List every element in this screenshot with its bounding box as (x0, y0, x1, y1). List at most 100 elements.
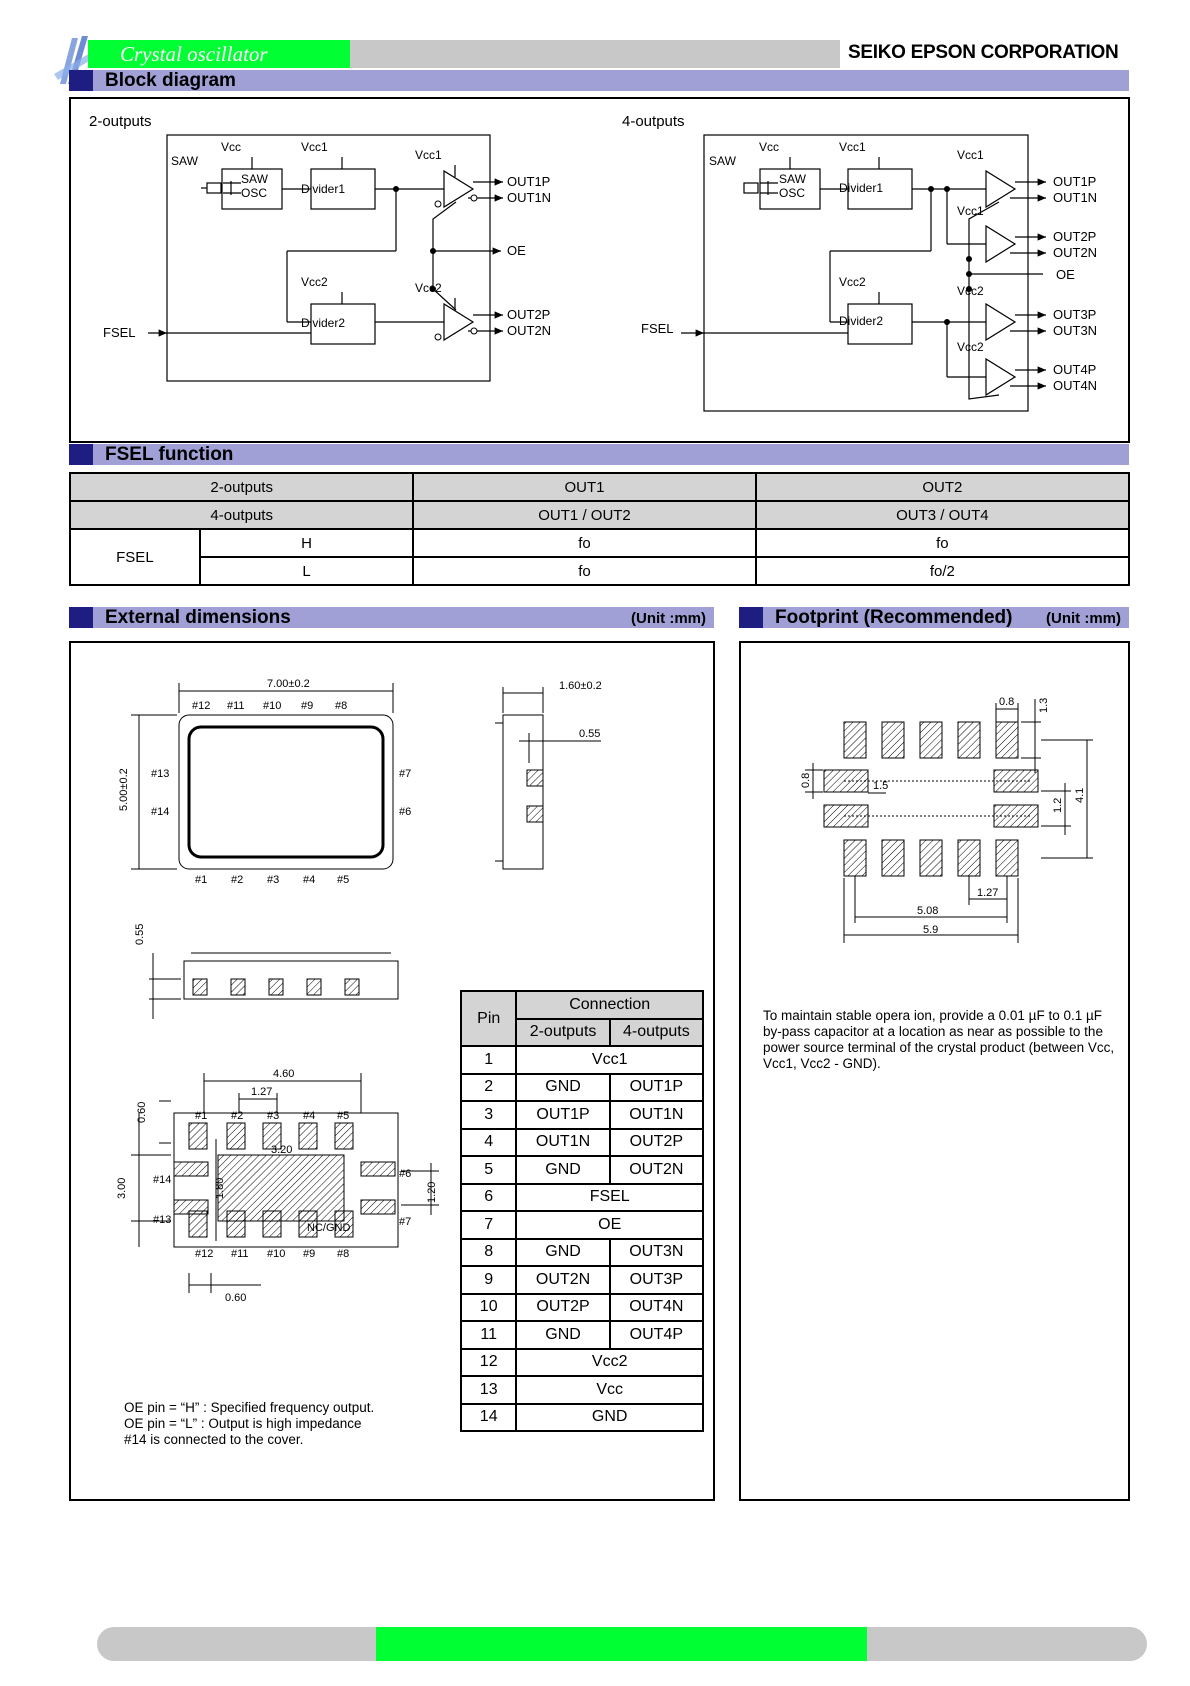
svg-text:Vcc1: Vcc1 (301, 140, 328, 154)
svg-text:#12: #12 (195, 1248, 213, 1260)
svg-text:Divider2: Divider2 (301, 316, 345, 330)
svg-text:Divider1: Divider1 (301, 182, 345, 196)
svg-text:1.27: 1.27 (251, 1086, 272, 1098)
svg-text:#13: #13 (153, 1214, 171, 1226)
svg-text:OUT1P: OUT1P (507, 174, 550, 189)
svg-text:#2: #2 (231, 1110, 243, 1122)
svg-text:Vcc1: Vcc1 (839, 140, 866, 154)
svg-text:0.60: 0.60 (225, 1292, 246, 1304)
svg-text:0.55: 0.55 (579, 728, 600, 740)
product-title: Crystal oscillator (88, 40, 350, 68)
svg-text:Vcc2: Vcc2 (301, 275, 328, 289)
svg-text:OUT4N: OUT4N (1053, 378, 1097, 393)
svg-text:#14: #14 (151, 806, 169, 818)
svg-text:Vcc1: Vcc1 (415, 148, 442, 162)
svg-text:OUT3P: OUT3P (1053, 307, 1096, 322)
svg-text:0.8: 0.8 (999, 696, 1014, 708)
svg-text:Vcc1: Vcc1 (957, 148, 984, 162)
svg-text:1.2: 1.2 (1052, 798, 1064, 813)
svg-text:#6: #6 (399, 806, 411, 818)
svg-text:4.60: 4.60 (273, 1068, 294, 1080)
block-diagram: 2-outputs 4-outputs (89, 113, 1097, 412)
svg-text:FSEL: FSEL (641, 321, 674, 336)
svg-text:0.8: 0.8 (800, 773, 812, 788)
svg-text:0.60: 0.60 (136, 1102, 148, 1123)
svg-text:1.20: 1.20 (426, 1182, 438, 1203)
svg-text:Divider1: Divider1 (839, 181, 883, 195)
svg-text:OUT1P: OUT1P (1053, 174, 1096, 189)
svg-text:OUT2N: OUT2N (507, 323, 551, 338)
svg-text:#8: #8 (335, 700, 347, 712)
svg-text:#1: #1 (195, 1110, 207, 1122)
fsel-table: 2-outputs OUT1 OUT2 4-outputs OUT1 / OUT… (68, 472, 1131, 586)
svg-text:#10: #10 (267, 1248, 285, 1260)
external-dimensions-frame: 7.00±0.2 5.00±0.2 1.60±0.2 0.55 0.55 4.6… (69, 641, 715, 1501)
company-name: SEIKO EPSON CORPORATION (848, 42, 1119, 63)
svg-text:#10: #10 (263, 700, 281, 712)
svg-text:#6: #6 (399, 1168, 411, 1180)
svg-text:OUT2P: OUT2P (1053, 229, 1096, 244)
svg-text:#13: #13 (151, 768, 169, 780)
svg-text:OE: OE (507, 243, 526, 258)
block-diagram-frame: 2-outputs 4-outputs (69, 97, 1130, 443)
section-fsel-function: FSEL function (69, 444, 1129, 465)
svg-text:Vcc: Vcc (759, 140, 779, 154)
section-external-dimensions: External dimensions (Unit :mm) (69, 607, 714, 628)
svg-text:#7: #7 (399, 1216, 411, 1228)
svg-text:OSC: OSC (241, 186, 267, 200)
svg-text:Vcc2: Vcc2 (415, 281, 442, 295)
diagram-4-outputs (681, 134, 1046, 412)
svg-text:#12: #12 (192, 700, 210, 712)
svg-text:#9: #9 (303, 1248, 315, 1260)
svg-text:#5: #5 (337, 1110, 349, 1122)
svg-text:#3: #3 (267, 1110, 279, 1122)
svg-text:#11: #11 (231, 1248, 249, 1260)
svg-text:Vcc2: Vcc2 (957, 284, 984, 298)
footprint-drawing: 0.8 1.3 0.8 1.5 1.2 4.1 1.27 5.08 5.9 (800, 696, 1093, 943)
svg-text:Divider2: Divider2 (839, 314, 883, 328)
svg-text:5.9: 5.9 (923, 924, 938, 936)
svg-text:#9: #9 (301, 700, 313, 712)
svg-text:OUT3N: OUT3N (1053, 323, 1097, 338)
svg-text:OUT2N: OUT2N (1053, 245, 1097, 260)
svg-text:Vcc2: Vcc2 (957, 340, 984, 354)
left-title: 2-outputs (89, 113, 152, 130)
section-block-diagram: Block diagram (69, 70, 1129, 91)
svg-text:SAW: SAW (779, 172, 807, 186)
svg-text:0.55: 0.55 (134, 924, 146, 945)
svg-text:FSEL: FSEL (103, 325, 136, 340)
footprint-frame: 0.8 1.3 0.8 1.5 1.2 4.1 1.27 5.08 5.9 To… (739, 641, 1130, 1501)
svg-text:SAW: SAW (241, 172, 269, 186)
svg-text:OSC: OSC (779, 186, 805, 200)
right-title: 4-outputs (622, 113, 685, 130)
footer-green-bar (376, 1627, 867, 1661)
svg-text:#7: #7 (399, 768, 411, 780)
svg-text:Vcc: Vcc (221, 140, 241, 154)
svg-text:3.20: 3.20 (271, 1144, 292, 1156)
svg-text:#1: #1 (195, 874, 207, 886)
notes: OE pin = “H” : Specified frequency outpu… (124, 1400, 375, 1447)
svg-text:SAW: SAW (709, 154, 737, 168)
svg-text:OUT1N: OUT1N (1053, 190, 1097, 205)
svg-text:5.00±0.2: 5.00±0.2 (118, 768, 130, 811)
svg-text:4.1: 4.1 (1074, 788, 1086, 803)
svg-text:1.5: 1.5 (873, 780, 888, 792)
svg-text:OUT4P: OUT4P (1053, 362, 1096, 377)
svg-text:#4: #4 (303, 1110, 315, 1122)
svg-text:NC/GND: NC/GND (307, 1222, 350, 1234)
svg-text:#8: #8 (337, 1248, 349, 1260)
dimension-drawings: 7.00±0.2 5.00±0.2 1.60±0.2 0.55 0.55 4.6… (116, 678, 602, 1304)
svg-text:1.80: 1.80 (214, 1178, 226, 1199)
svg-text:#4: #4 (303, 874, 315, 886)
section-footprint: Footprint (Recommended) (Unit :mm) (739, 607, 1129, 628)
svg-text:Vcc1: Vcc1 (957, 204, 984, 218)
svg-text:#2: #2 (231, 874, 243, 886)
svg-text:OUT2P: OUT2P (507, 307, 550, 322)
header-gray-bar (350, 40, 840, 68)
footprint-note: To maintain stable opera ion, provide a … (763, 1008, 1115, 1071)
svg-text:#5: #5 (337, 874, 349, 886)
svg-text:OE: OE (1056, 267, 1075, 282)
diagram-2-outputs (148, 134, 503, 382)
svg-text:7.00±0.2: 7.00±0.2 (267, 678, 310, 690)
